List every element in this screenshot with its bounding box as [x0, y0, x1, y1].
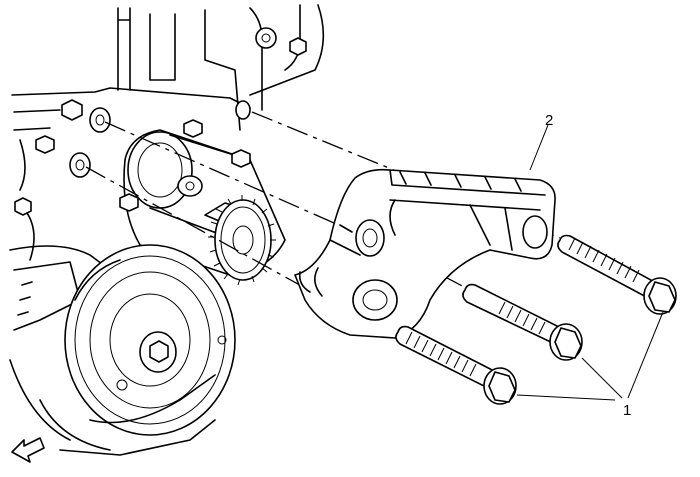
- leader-lines: [516, 124, 664, 401]
- mounting-bracket: [294, 168, 556, 339]
- crankshaft-pulley: [59, 244, 236, 456]
- bolt-middle: [462, 283, 583, 361]
- bolt-upper: [557, 234, 677, 315]
- belt-tensioner: [119, 119, 286, 286]
- callout-2-label: 2: [545, 112, 553, 129]
- front-view-arrow-icon: [11, 437, 45, 463]
- bolt-lower: [395, 325, 517, 405]
- engine-block: [9, 4, 325, 451]
- callout-1-label: 1: [623, 402, 631, 419]
